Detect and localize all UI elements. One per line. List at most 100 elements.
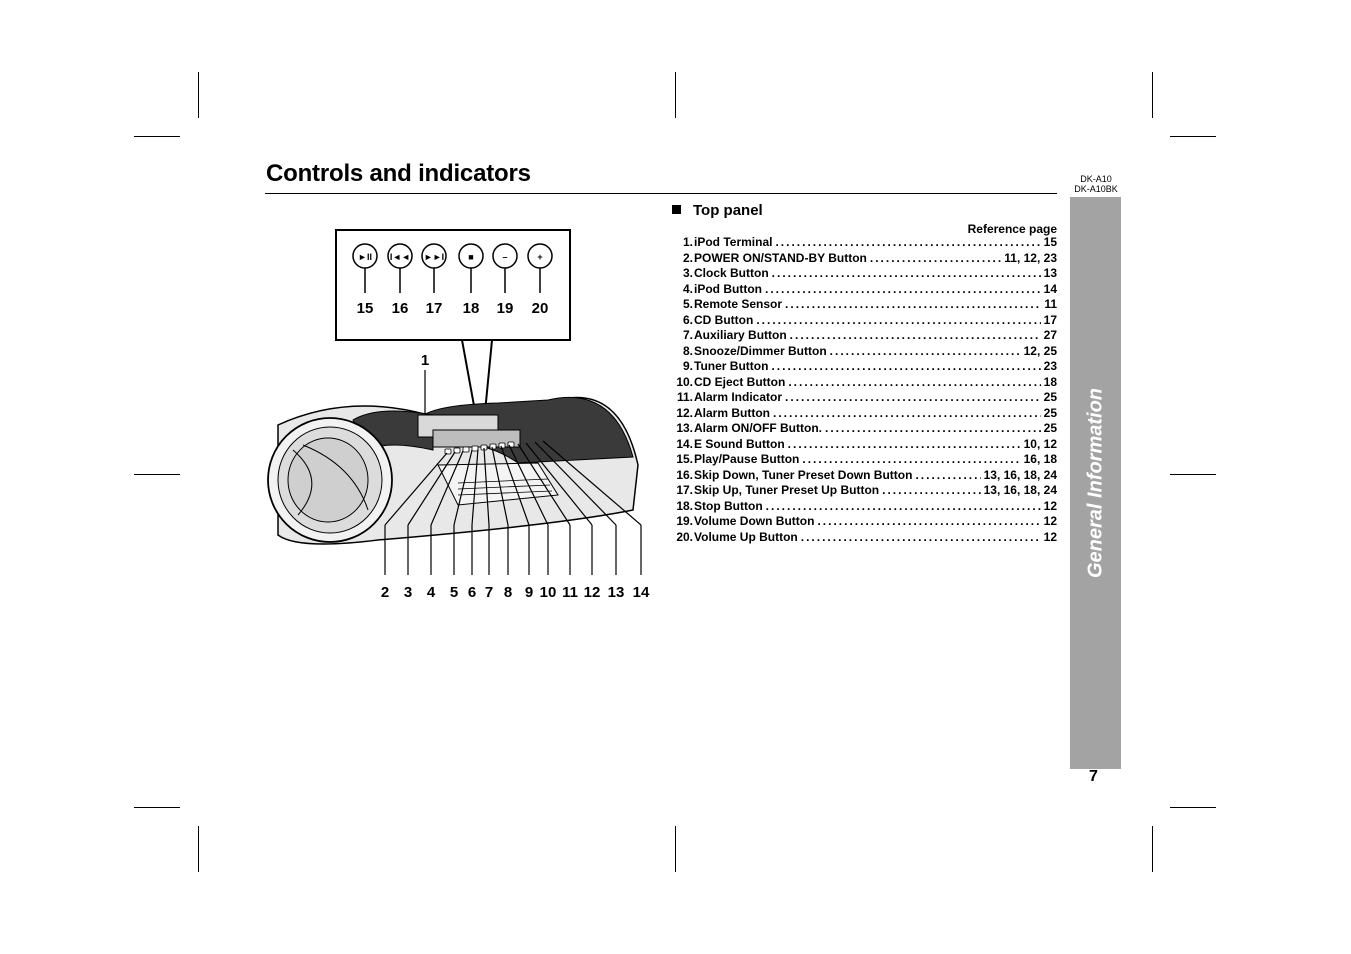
reference-item-pages: 18 — [1043, 374, 1057, 389]
reference-item-label: Remote Sensor — [694, 297, 783, 311]
reference-item-label: Volume Up Button — [694, 529, 798, 544]
reference-item: 19.Volume Down Button12 — [672, 514, 1057, 530]
reference-item-pages: 27 — [1043, 328, 1057, 342]
leader-dots — [882, 483, 980, 497]
reference-item-pages: 17 — [1043, 312, 1057, 327]
callout-17: 17 — [426, 300, 443, 317]
reference-item-label: Skip Down, Tuner Preset Down Button — [694, 467, 913, 482]
reference-item-label: Play/Pause Button — [694, 452, 800, 466]
callout-7: 7 — [485, 584, 493, 601]
leader-dots — [870, 251, 1001, 265]
reference-item-label: CD Button — [694, 312, 754, 327]
section-title: Top panel — [693, 202, 763, 219]
stop-icon: ■ — [468, 252, 473, 262]
callout-11: 11 — [562, 584, 578, 601]
callout-5: 5 — [450, 584, 458, 601]
crop-mark — [1170, 807, 1216, 808]
side-tab: General Information — [1070, 197, 1121, 769]
side-tab-label: General Information — [1084, 387, 1106, 579]
callout-line — [534, 441, 617, 526]
callout-18: 18 — [463, 300, 480, 317]
leader-dots — [765, 282, 1041, 296]
reference-item-number: 11. — [676, 390, 693, 404]
section-heading: Top panel — [672, 202, 763, 219]
crop-mark — [198, 72, 199, 118]
callout-1: 1 — [421, 352, 429, 369]
leader-dots — [772, 266, 1041, 280]
reference-item: 8.Snooze/Dimmer Button12, 25 — [672, 344, 1057, 360]
minus-icon: – — [502, 252, 507, 262]
reference-item: 20.Volume Up Button12 — [672, 530, 1057, 546]
callout-line — [384, 452, 448, 526]
leader-dots — [773, 406, 1041, 420]
reference-item-label: CD Eject Button — [694, 374, 786, 389]
reference-item-label: Clock Button — [694, 266, 769, 280]
reference-item-number: 9. — [682, 359, 693, 373]
reference-item-number: 16. — [676, 467, 693, 482]
reference-list: 1.iPod Terminal152.POWER ON/STAND-BY But… — [672, 235, 1057, 545]
callout-line — [430, 450, 464, 526]
reference-item-number: 15. — [676, 452, 693, 466]
callout-line — [500, 445, 530, 526]
leader-dots — [756, 313, 1040, 327]
callout-line — [517, 443, 571, 526]
reference-item: 17.Skip Up, Tuner Preset Up Button13, 16… — [672, 483, 1057, 499]
title-rule — [265, 193, 1057, 194]
callout-line — [542, 440, 642, 526]
reference-item-number: 12. — [676, 405, 693, 420]
leader-dots — [785, 297, 1041, 311]
callout-9: 9 — [525, 584, 533, 601]
reference-item-label: E Sound Button — [694, 436, 785, 451]
reference-item: 10.CD Eject Button 18 — [672, 375, 1057, 391]
reference-item-pages: 15 — [1043, 235, 1057, 249]
reference-item-label: Auxiliary Button — [694, 328, 787, 342]
reference-item-number: 5. — [682, 297, 693, 311]
callout-16: 16 — [392, 300, 409, 317]
callout-line — [508, 444, 549, 526]
reference-item: 7.Auxiliary Button27 — [672, 328, 1057, 344]
reference-item-number: 13. — [676, 421, 693, 435]
leader-dots — [830, 344, 1021, 358]
reference-item-pages: 13, 16, 18, 24 — [983, 483, 1057, 497]
reference-item: 11.Alarm Indicator25 — [672, 390, 1057, 406]
leader-dots — [915, 468, 980, 482]
reference-item: 5.Remote Sensor 11 — [672, 297, 1057, 313]
callout-8: 8 — [504, 584, 512, 601]
reference-item-pages: 10, 12 — [1023, 436, 1057, 451]
reference-item-label: Volume Down Button — [694, 514, 815, 528]
reference-item: 3.Clock Button13 — [672, 266, 1057, 282]
reference-item-pages: 13 — [1043, 266, 1057, 280]
reference-item-number: 14. — [676, 436, 693, 451]
crop-mark — [1170, 474, 1216, 475]
crop-mark — [134, 136, 180, 137]
model-number-line: DK-A10BK — [1074, 184, 1118, 194]
reference-item-pages: 16, 18 — [1023, 452, 1057, 466]
callout-6: 6 — [468, 584, 476, 601]
model-number: DK-A10 DK-A10BK — [1066, 174, 1126, 194]
reference-item-pages: 12 — [1043, 529, 1057, 544]
reference-item: 4.iPod Button14 — [672, 282, 1057, 298]
crop-mark — [134, 474, 180, 475]
crop-mark — [134, 807, 180, 808]
reference-item-number: 19. — [676, 514, 693, 528]
reference-item-label: Alarm Button — [694, 405, 770, 420]
callout-13: 13 — [608, 584, 625, 601]
reference-item-pages: 13, 16, 18, 24 — [983, 467, 1057, 482]
callout-10: 10 — [540, 584, 557, 601]
unit-illustration — [267, 396, 639, 545]
leader-dots — [775, 235, 1040, 249]
reference-item-number: 10. — [676, 374, 693, 389]
reference-item: 6.CD Button17 — [672, 313, 1057, 329]
leader-dots — [766, 499, 1041, 513]
reference-item-pages: 11 — [1044, 297, 1057, 311]
callout-12: 12 — [584, 584, 601, 601]
crop-mark — [675, 826, 676, 872]
reference-item-number: 8. — [682, 343, 693, 358]
reference-item-label: Alarm ON/OFF Button. — [694, 421, 822, 435]
reference-item-label: Stop Button — [694, 498, 763, 513]
reference-item-number: 4. — [682, 281, 693, 296]
reference-item: 12.Alarm Button25 — [672, 406, 1057, 422]
reference-item-label: iPod Button — [694, 281, 762, 296]
reference-item-label: Tuner Button — [694, 359, 769, 373]
